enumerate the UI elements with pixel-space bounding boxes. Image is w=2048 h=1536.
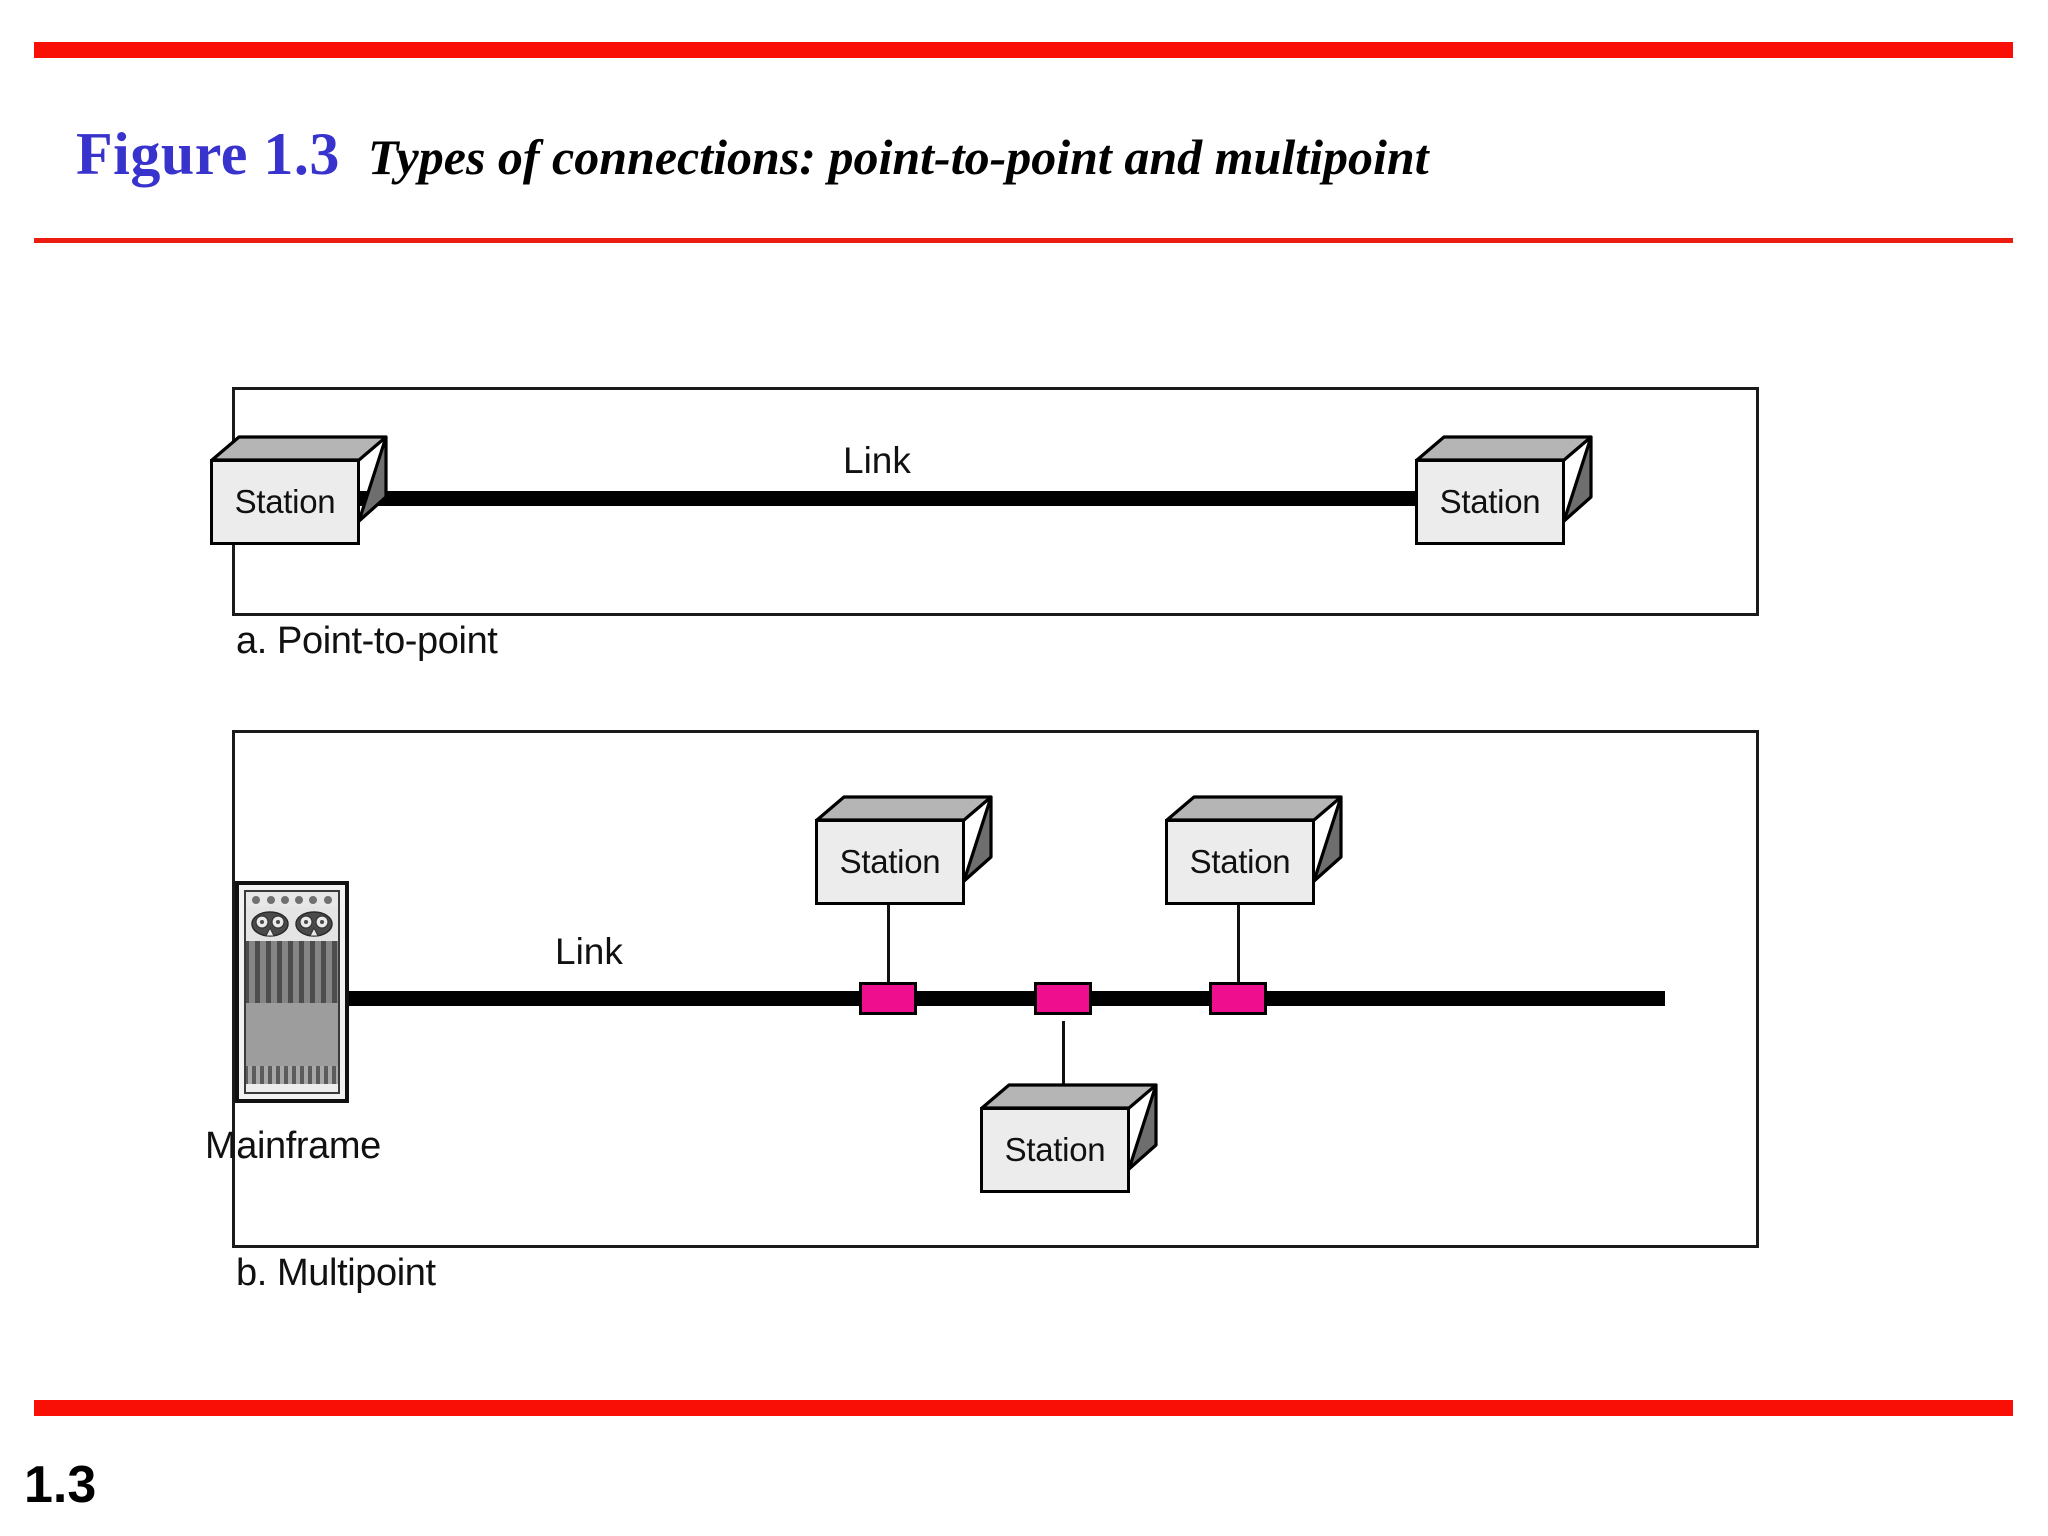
tap-connector-2	[1034, 982, 1092, 1015]
tap-connector-1	[859, 982, 917, 1015]
header-rule-top	[34, 42, 2013, 58]
tape-reel-icon	[251, 911, 289, 937]
station-label: Station	[1189, 843, 1291, 880]
page-number: 1.3	[24, 1456, 97, 1514]
mainframe-panel	[246, 1003, 338, 1066]
drop-line-top-1	[887, 905, 890, 991]
station-front-face: Station	[1165, 819, 1315, 905]
drop-line-bottom-1	[1062, 1021, 1065, 1116]
mainframe-label: Mainframe	[205, 1125, 381, 1167]
tape-reel-icon	[295, 911, 333, 937]
mainframe-icon	[235, 881, 349, 1103]
drop-line-top-2	[1237, 905, 1240, 991]
figure-number: Figure 1.3	[76, 121, 340, 187]
panel-b-caption: b. Multipoint	[236, 1252, 436, 1294]
station-front-face: Station	[1415, 459, 1565, 545]
station-label: Station	[1439, 483, 1541, 520]
station-side-face	[1127, 1083, 1158, 1171]
station-front-face: Station	[815, 819, 965, 905]
link-label-a: Link	[843, 440, 911, 481]
footer-rule	[34, 1400, 2013, 1416]
figure-caption: Types of connections: point-to-point and…	[367, 129, 1429, 185]
link-line-b	[335, 991, 1665, 1006]
link-label-b: Link	[555, 931, 623, 972]
header-rule-thin	[34, 238, 2013, 243]
station-label: Station	[1004, 1131, 1106, 1168]
station-side-face	[962, 795, 993, 883]
station-label: Station	[234, 483, 336, 520]
panel-a-caption: a. Point-to-point	[236, 620, 498, 662]
mainframe-base	[246, 1084, 338, 1092]
figure-title: Figure 1.3 Types of connections: point-t…	[76, 120, 1429, 189]
tap-connector-3	[1209, 982, 1267, 1015]
mainframe-vent-upper	[246, 941, 338, 1003]
mainframe-chassis	[244, 890, 340, 1094]
station-front-face: Station	[210, 459, 360, 545]
mainframe-indicator-lights	[246, 892, 338, 907]
station-label: Station	[839, 843, 941, 880]
station-side-face	[1312, 795, 1343, 883]
station-front-face: Station	[980, 1107, 1130, 1193]
station-side-face	[1562, 435, 1593, 523]
panel-point-to-point: Link Station Station	[210, 387, 1759, 616]
station-side-face	[357, 435, 388, 523]
link-line-a	[345, 491, 1415, 506]
panel-multipoint: Link	[205, 730, 1759, 1248]
mainframe-tape-reels	[246, 907, 338, 941]
